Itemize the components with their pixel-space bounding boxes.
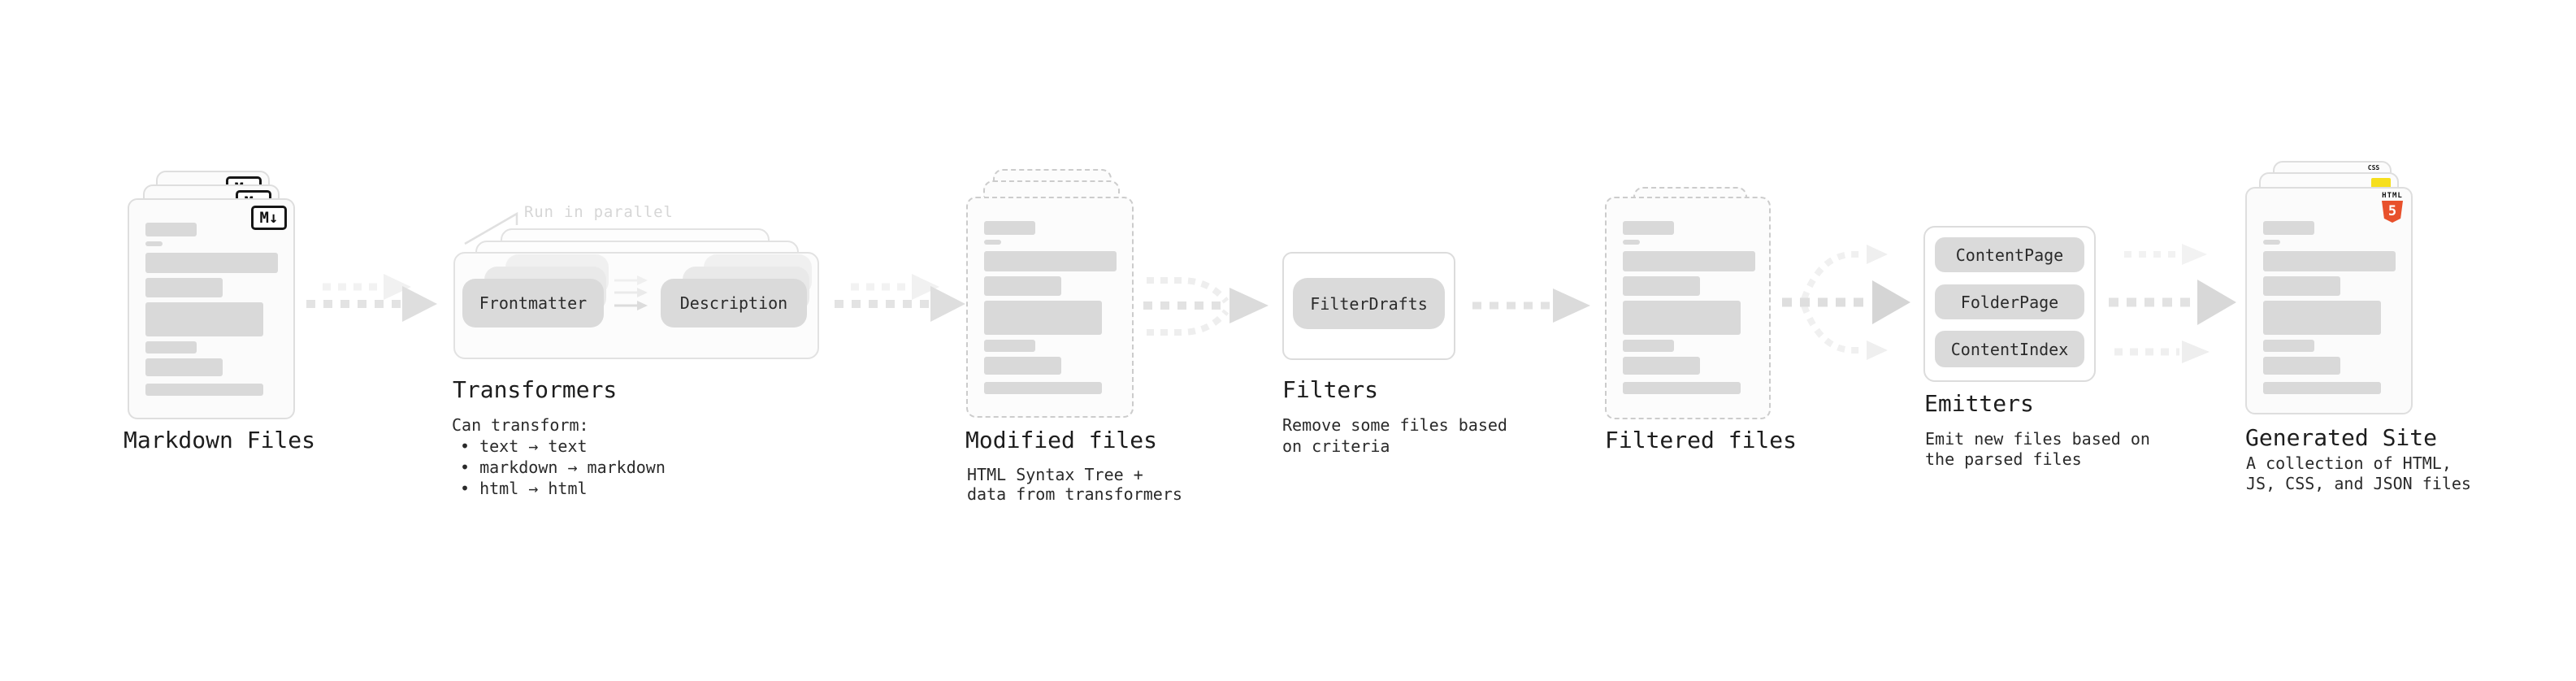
transformer-description-box: Description — [661, 279, 807, 327]
filtered-file-card-front — [1605, 197, 1771, 419]
document-placeholder-lines — [1623, 221, 1755, 399]
placeholder-line — [2263, 251, 2396, 271]
transformers-desc-title: Can transform: — [452, 415, 589, 435]
placeholder-line — [1623, 221, 1674, 235]
parallel-mini-arrows — [614, 275, 648, 310]
placeholder-line — [145, 253, 278, 273]
placeholder-line — [145, 278, 223, 297]
filters-heading: Filters — [1282, 376, 1379, 403]
placeholder-line — [2263, 276, 2340, 296]
document-placeholder-lines — [2263, 221, 2396, 399]
flow-arrows-emitters-to-site — [2109, 244, 2236, 363]
flow-arrow-split-to-emitters — [1782, 245, 1910, 360]
emitters-heading: Emitters — [1924, 390, 2034, 417]
flow-arrow-transformers-to-modified — [835, 274, 965, 322]
placeholder-line — [984, 340, 1035, 352]
placeholder-line — [984, 221, 1035, 235]
document-placeholder-lines — [145, 223, 278, 401]
placeholder-line — [984, 301, 1102, 335]
emitters-description: Emit new files based on the parsed files — [1925, 429, 2150, 470]
placeholder-line — [1623, 340, 1674, 352]
js-icon — [2371, 178, 2391, 189]
emitter-contentindex-box: ContentIndex — [1935, 331, 2084, 367]
html5-icon: HTML 5 — [2380, 193, 2405, 223]
modified-files-heading: Modified files — [965, 427, 1158, 453]
flow-arrow-converge-to-filters — [1143, 277, 1268, 336]
placeholder-line — [984, 240, 1001, 245]
modified-files-description: HTML Syntax Tree + data from transformer… — [967, 465, 1182, 504]
emitters-desc-line: the parsed files — [1925, 449, 2082, 469]
filters-description: Remove some files based on criteria — [1282, 414, 1507, 457]
placeholder-line — [984, 357, 1061, 375]
markdown-file-card-front: M↓ — [128, 198, 295, 419]
placeholder-line — [145, 302, 263, 336]
generated-site-desc-line: JS, CSS, and JSON files — [2246, 474, 2471, 493]
filter-drafts-box: FilterDrafts — [1293, 278, 1445, 329]
placeholder-line — [1623, 301, 1741, 335]
placeholder-line — [984, 276, 1061, 296]
transformers-bullet: • markdown → markdown — [460, 458, 666, 477]
placeholder-line — [1623, 240, 1640, 245]
placeholder-line — [145, 384, 263, 396]
filters-desc-line: Remove some files based — [1282, 415, 1507, 435]
generated-site-heading: Generated Site — [2245, 424, 2438, 451]
transformers-heading: Transformers — [453, 376, 618, 403]
transformers-description: Can transform: • text → text • markdown … — [452, 414, 666, 499]
filtered-files-label: Filtered files — [1605, 427, 1798, 453]
placeholder-line — [145, 241, 163, 246]
placeholder-line — [984, 382, 1102, 394]
placeholder-line — [1623, 276, 1700, 296]
generated-site-desc-line: A collection of HTML, — [2246, 453, 2452, 473]
placeholder-line — [1623, 357, 1700, 375]
modified-files-desc-line: HTML Syntax Tree + — [967, 465, 1143, 484]
placeholder-line — [145, 341, 197, 354]
filters-desc-line: on criteria — [1282, 436, 1390, 456]
modified-file-card-front — [966, 197, 1134, 418]
modified-files-desc-line: data from transformers — [967, 484, 1182, 504]
placeholder-line — [2263, 382, 2381, 394]
placeholder-line — [984, 251, 1117, 271]
placeholder-line — [145, 223, 197, 236]
placeholder-line — [145, 358, 223, 376]
emitters-desc-line: Emit new files based on — [1925, 429, 2150, 449]
document-placeholder-lines — [984, 221, 1117, 399]
emitter-folderpage-box: FolderPage — [1935, 284, 2084, 319]
transformers-bullet: • html → html — [460, 479, 588, 498]
placeholder-line — [2263, 221, 2314, 235]
emitter-contentpage-box: ContentPage — [1935, 237, 2084, 272]
flow-arrow-filters-to-filtered — [1472, 288, 1590, 323]
site-file-card-html: HTML 5 — [2245, 187, 2413, 414]
placeholder-line — [2263, 240, 2280, 245]
placeholder-line — [2263, 301, 2381, 335]
run-in-parallel-callout-line — [464, 211, 518, 245]
markdown-files-label: Markdown Files — [124, 427, 316, 453]
css-icon-label: CSS — [2367, 164, 2380, 171]
html5-icon-label: HTML — [2382, 192, 2403, 200]
html5-icon-shield: 5 — [2382, 201, 2403, 223]
generated-site-description: A collection of HTML, JS, CSS, and JSON … — [2246, 453, 2471, 494]
placeholder-line — [2263, 357, 2340, 375]
placeholder-line — [2263, 340, 2314, 352]
run-in-parallel-annotation: Run in parallel — [524, 203, 674, 221]
placeholder-line — [1623, 251, 1755, 271]
markdown-icon: M↓ — [251, 206, 287, 230]
flow-arrow-markdown-to-transformers — [306, 274, 437, 322]
transformers-bullet: • text → text — [460, 436, 588, 456]
transformer-frontmatter-box: Frontmatter — [462, 279, 604, 327]
placeholder-line — [1623, 382, 1741, 394]
